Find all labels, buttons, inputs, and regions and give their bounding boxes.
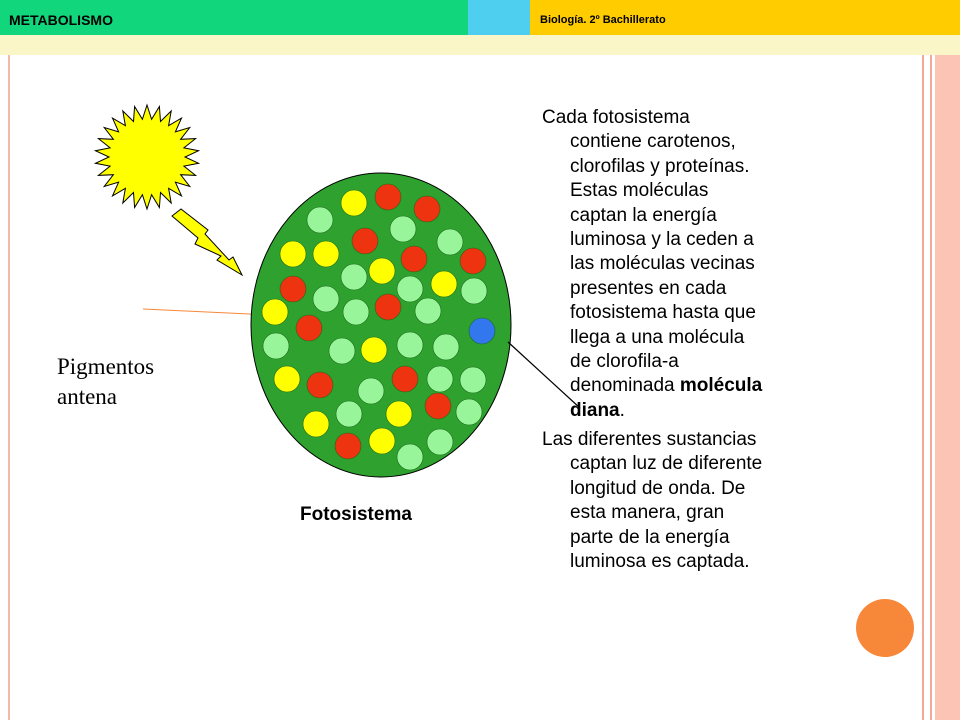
green-pigment-molecule <box>459 366 487 394</box>
header-band <box>0 35 960 55</box>
green-pigment-molecule <box>396 331 424 359</box>
header-yellow-block <box>530 0 960 35</box>
target-molecule <box>468 317 496 345</box>
pointer-line-pigments <box>142 308 273 316</box>
green-pigment-molecule <box>340 263 368 291</box>
paragraph-line: las moléculas vecinas <box>570 253 755 275</box>
pigments-label-line: Pigmentos <box>57 354 155 379</box>
green-pigment-molecule <box>262 332 290 360</box>
green-pigment-molecule <box>426 428 454 456</box>
green-pigment-molecule <box>436 228 464 256</box>
green-pigment-molecule <box>335 400 363 428</box>
green-pigment-molecule <box>426 365 454 393</box>
paragraph-line: fotosistema hasta que <box>570 302 756 324</box>
bold-term-molecula: molécula <box>679 375 763 397</box>
green-pigment-molecule <box>342 298 370 326</box>
red-pigment-molecule <box>391 365 419 393</box>
yellow-pigment-molecule <box>360 336 388 364</box>
green-pigment-molecule <box>396 443 424 471</box>
right-decorative-stripes <box>918 55 960 720</box>
yellow-pigment-molecule <box>340 189 368 217</box>
green-pigment-molecule <box>306 206 334 234</box>
lightning-bolt-icon <box>171 208 244 277</box>
yellow-pigment-molecule <box>312 240 340 268</box>
red-pigment-molecule <box>413 195 441 223</box>
red-pigment-molecule <box>279 275 307 303</box>
pigments-antenna-label: Pigmentos antena <box>57 352 154 412</box>
header-title: METABOLISMO <box>9 12 113 28</box>
green-pigment-molecule <box>432 333 460 361</box>
green-pigment-molecule <box>389 215 417 243</box>
yellow-pigment-molecule <box>385 400 413 428</box>
paragraph-line: llega a una molécula <box>570 326 745 348</box>
paragraph-line: de clorofila-a <box>570 351 679 373</box>
paragraph-line: diana. <box>542 399 762 423</box>
paragraph-line: parte de la energía <box>570 526 730 548</box>
paragraph-line: captan la energía <box>570 204 717 226</box>
slide-header: METABOLISMO Biología. 2º Bachillerato <box>0 0 960 35</box>
header-subtitle: Biología. 2º Bachillerato <box>540 14 666 26</box>
red-pigment-molecule <box>306 371 334 399</box>
red-pigment-molecule <box>334 432 362 460</box>
green-pigment-molecule <box>414 297 442 325</box>
pointer-line-target <box>507 341 581 409</box>
green-pigment-molecule <box>396 275 424 303</box>
paragraph-line: luminosa es captada. <box>570 551 750 573</box>
paragraph-line: luminosa y la ceden a <box>570 229 754 251</box>
paragraph-photosystem-composition: Cada fotosistema contiene carotenos, clo… <box>542 106 762 423</box>
paragraph-light-capture: Las diferentes sustancias captan luz de … <box>542 428 762 574</box>
paragraph-line: clorofilas y proteínas. <box>570 155 750 177</box>
red-pigment-molecule <box>424 392 452 420</box>
paragraph-line: Cada fotosistema <box>542 107 690 128</box>
pigment-group <box>261 183 496 471</box>
paragraph-line: Las diferentes sustancias <box>542 429 757 450</box>
left-border-line <box>8 55 10 720</box>
yellow-pigment-molecule <box>430 270 458 298</box>
paragraph-text: denominada <box>570 375 680 397</box>
decorative-orange-circle <box>856 599 914 657</box>
yellow-pigment-molecule <box>279 240 307 268</box>
green-pigment-molecule <box>328 337 356 365</box>
red-pigment-molecule <box>459 247 487 275</box>
yellow-pigment-molecule <box>368 427 396 455</box>
yellow-pigment-molecule <box>368 257 396 285</box>
paragraph-line: presentes en cada <box>570 277 727 299</box>
green-pigment-molecule <box>312 285 340 313</box>
sun-icon <box>93 103 201 211</box>
green-pigment-molecule <box>455 398 483 426</box>
paragraph-line: esta manera, gran <box>570 502 725 524</box>
pigments-label-line: antena <box>57 384 118 409</box>
paragraph-line: longitud de onda. De <box>570 477 746 499</box>
red-pigment-molecule <box>295 314 323 342</box>
green-pigment-molecule <box>357 377 385 405</box>
red-pigment-molecule <box>374 183 402 211</box>
paragraph-line: captan luz de diferente <box>570 453 763 475</box>
header-green-block <box>0 0 468 35</box>
yellow-pigment-molecule <box>302 410 330 438</box>
red-pigment-molecule <box>351 227 379 255</box>
paragraph-line: denominada molécula <box>542 374 762 398</box>
paragraph-line: contiene carotenos, <box>570 131 736 153</box>
red-pigment-molecule <box>400 245 428 273</box>
yellow-pigment-molecule <box>261 298 289 326</box>
photosystem-label: Fotosistema <box>300 504 412 525</box>
header-cyan-block <box>468 0 530 35</box>
green-pigment-molecule <box>460 277 488 305</box>
bold-term-diana: diana <box>570 399 620 421</box>
paragraph-text: . <box>619 399 625 421</box>
red-pigment-molecule <box>374 293 402 321</box>
yellow-pigment-molecule <box>273 365 301 393</box>
paragraph-line: Estas moléculas <box>570 180 709 202</box>
